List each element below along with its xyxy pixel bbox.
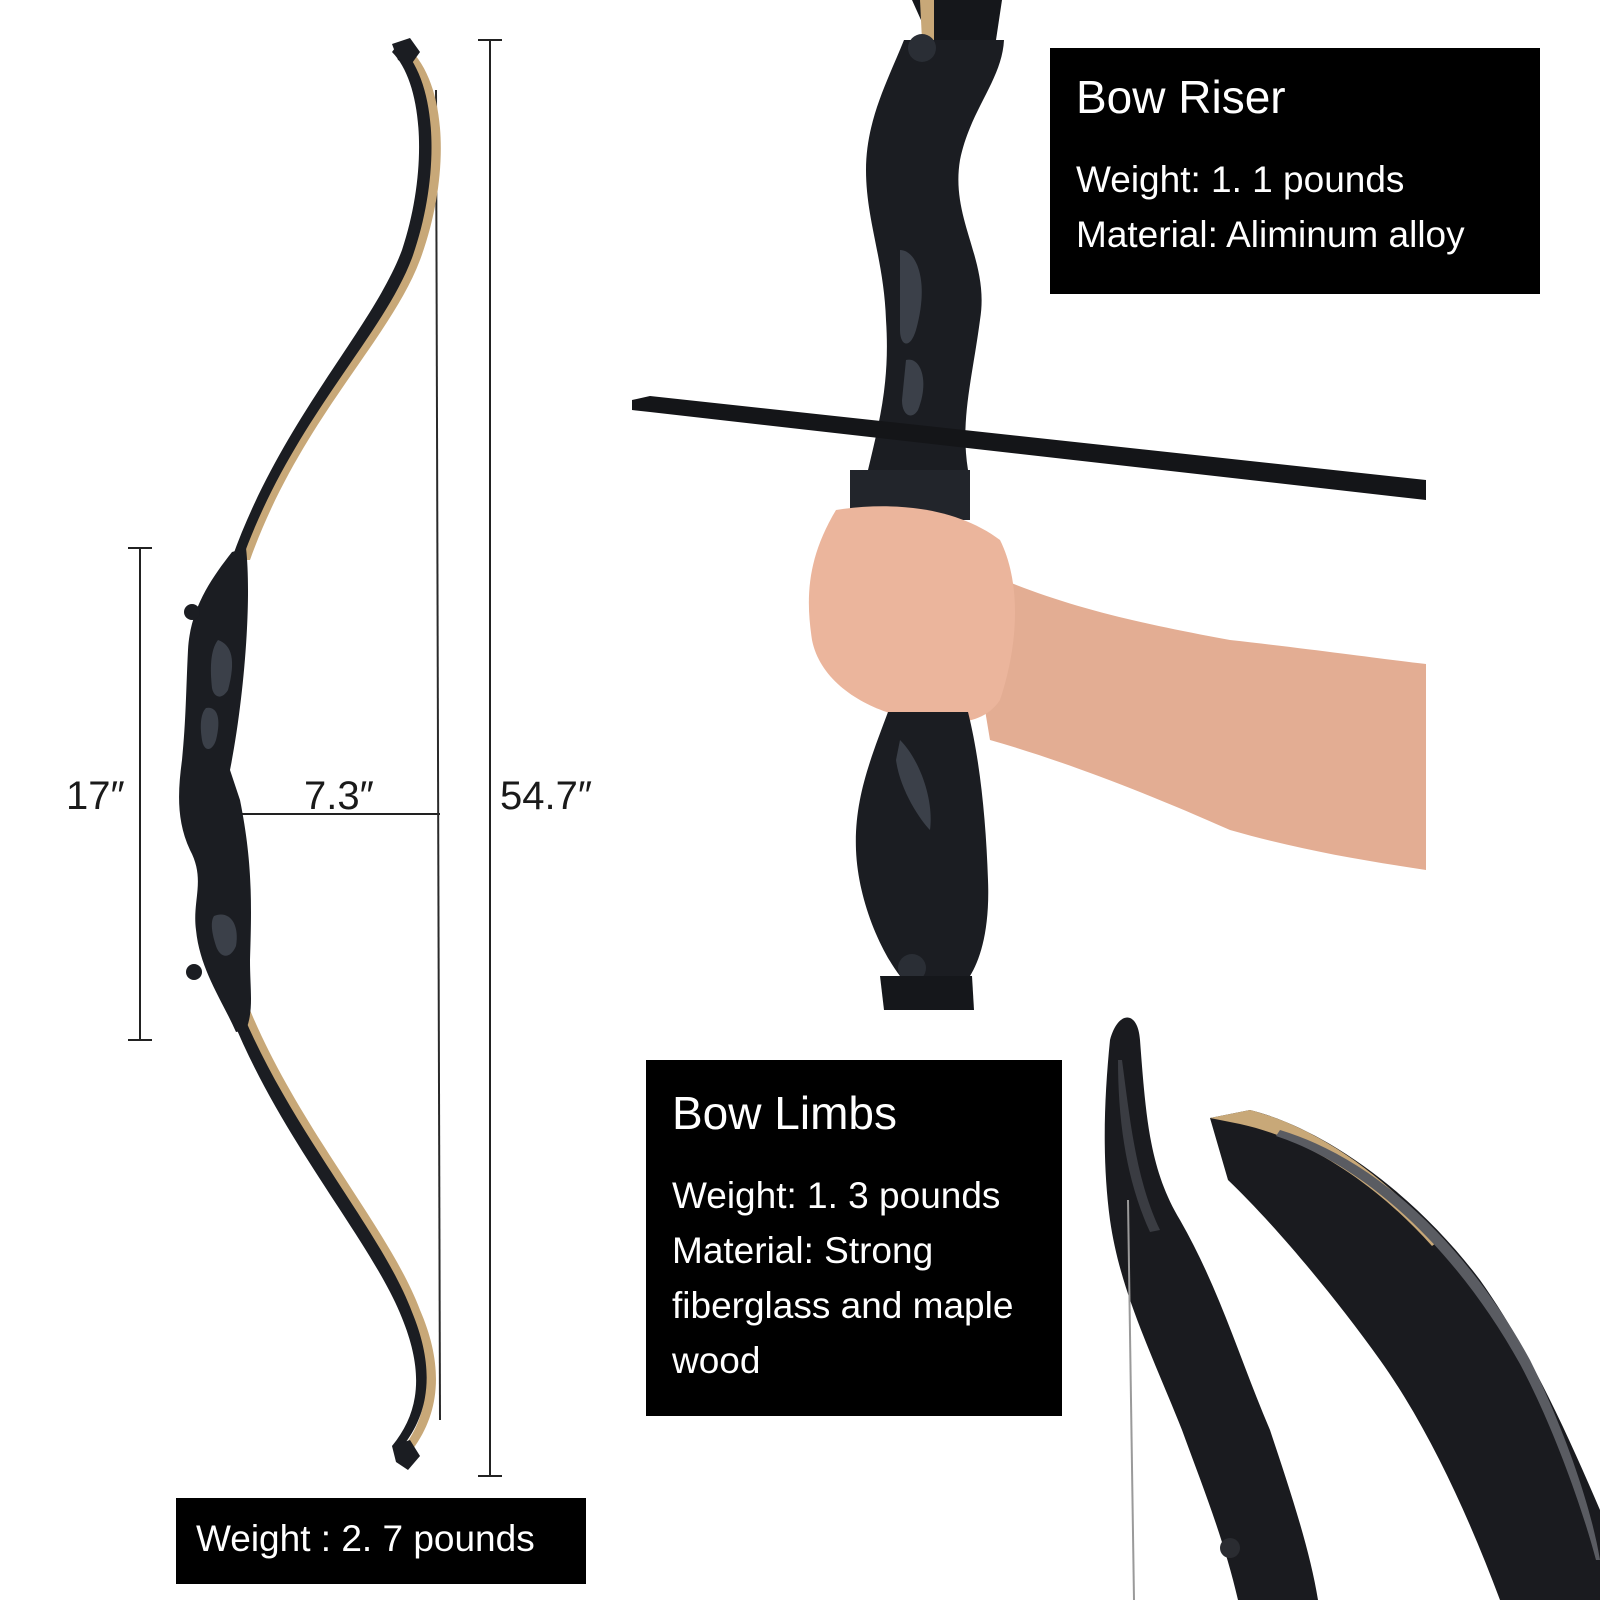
hand-grip bbox=[808, 506, 1015, 723]
bow-riser-title: Bow Riser bbox=[1076, 71, 1286, 123]
bow-riser-info-box: Bow Riser Weight: 1. 1 pounds Material: … bbox=[1050, 48, 1540, 294]
bow-limbs-material-line: Material: Strong bbox=[672, 1230, 934, 1271]
riser-cutout bbox=[200, 707, 219, 749]
arrow bbox=[632, 396, 1426, 500]
riser-closeup-upper bbox=[866, 40, 1004, 470]
forearm bbox=[960, 560, 1426, 870]
bow-length-label: 54.7″ bbox=[500, 774, 593, 818]
bow-limbs-title: Bow Limbs bbox=[672, 1087, 897, 1139]
limb-bolt bbox=[184, 604, 200, 620]
riser-closeup-lower bbox=[855, 712, 989, 976]
upper-limb-tip bbox=[392, 38, 420, 66]
bow-length-dimension-line bbox=[478, 39, 502, 1477]
limb-bolt bbox=[186, 964, 202, 980]
riser-cutout bbox=[210, 640, 233, 697]
bow-limbs-material-line: wood bbox=[672, 1340, 761, 1381]
bow-limbs-material-line: fiberglass and maple bbox=[672, 1285, 1014, 1326]
lower-limb bbox=[232, 1012, 427, 1452]
bowstring bbox=[435, 89, 441, 1421]
bow-riser-material: Material: Aliminum alloy bbox=[1076, 214, 1465, 255]
limb-closeup-right bbox=[1210, 1110, 1600, 1600]
riser-dimension-line bbox=[128, 547, 152, 1041]
riser-closeup-lower-limb bbox=[880, 976, 974, 1010]
riser bbox=[179, 548, 251, 1032]
lower-limb-tip bbox=[392, 1440, 420, 1470]
bow-limbs-info-box: Bow Limbs Weight: 1. 3 pounds Material: … bbox=[646, 1060, 1062, 1416]
bow-riser-weight: Weight: 1. 1 pounds bbox=[1076, 159, 1405, 200]
riser-cutout bbox=[211, 914, 237, 956]
total-weight-label: Weight : 2. 7 pounds bbox=[176, 1498, 586, 1584]
limb-closeup-string bbox=[1127, 1199, 1135, 1600]
bow-limbs-weight: Weight: 1. 3 pounds bbox=[672, 1175, 1001, 1216]
limb-closeup-left bbox=[1104, 1017, 1318, 1600]
brace-height-label: 7.3″ bbox=[304, 774, 374, 818]
riser-length-label: 17″ bbox=[66, 774, 125, 818]
riser-closeup-upper-limb bbox=[912, 0, 1002, 40]
